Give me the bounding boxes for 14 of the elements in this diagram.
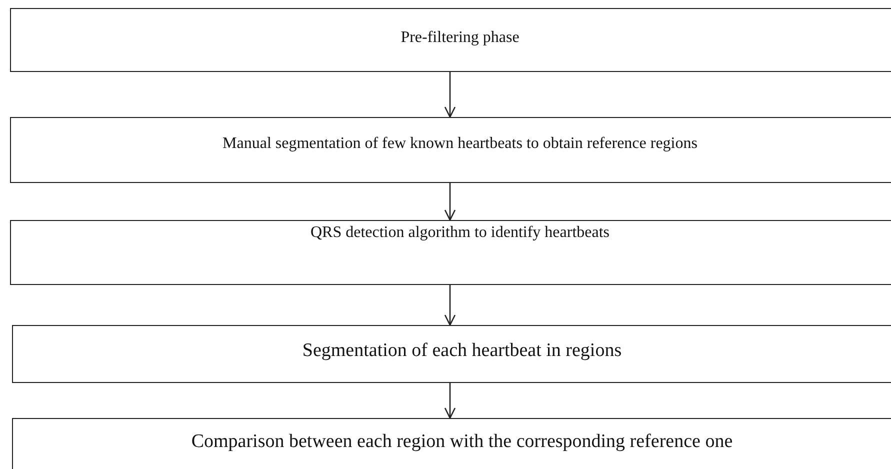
step-label: QRS detection algorithm to identify heartbeats: [310, 224, 610, 242]
step-label: Comparison between each region with the corresponding reference one: [191, 431, 733, 453]
arrow: [444, 72, 456, 118]
arrow: [444, 183, 456, 221]
step-label: Pre-filtering phase: [400, 29, 520, 47]
step-label: Segmentation of each heartbeat in regions: [302, 340, 622, 362]
process-box: [10, 8, 891, 72]
arrow: [444, 285, 456, 326]
step-label: Manual segmentation of few known heartbeats to obtain reference regions: [222, 135, 698, 153]
arrow: [444, 383, 456, 419]
process-box: [10, 117, 891, 183]
process-box: [12, 325, 891, 383]
process-box: [12, 418, 891, 469]
process-box: [10, 220, 891, 285]
